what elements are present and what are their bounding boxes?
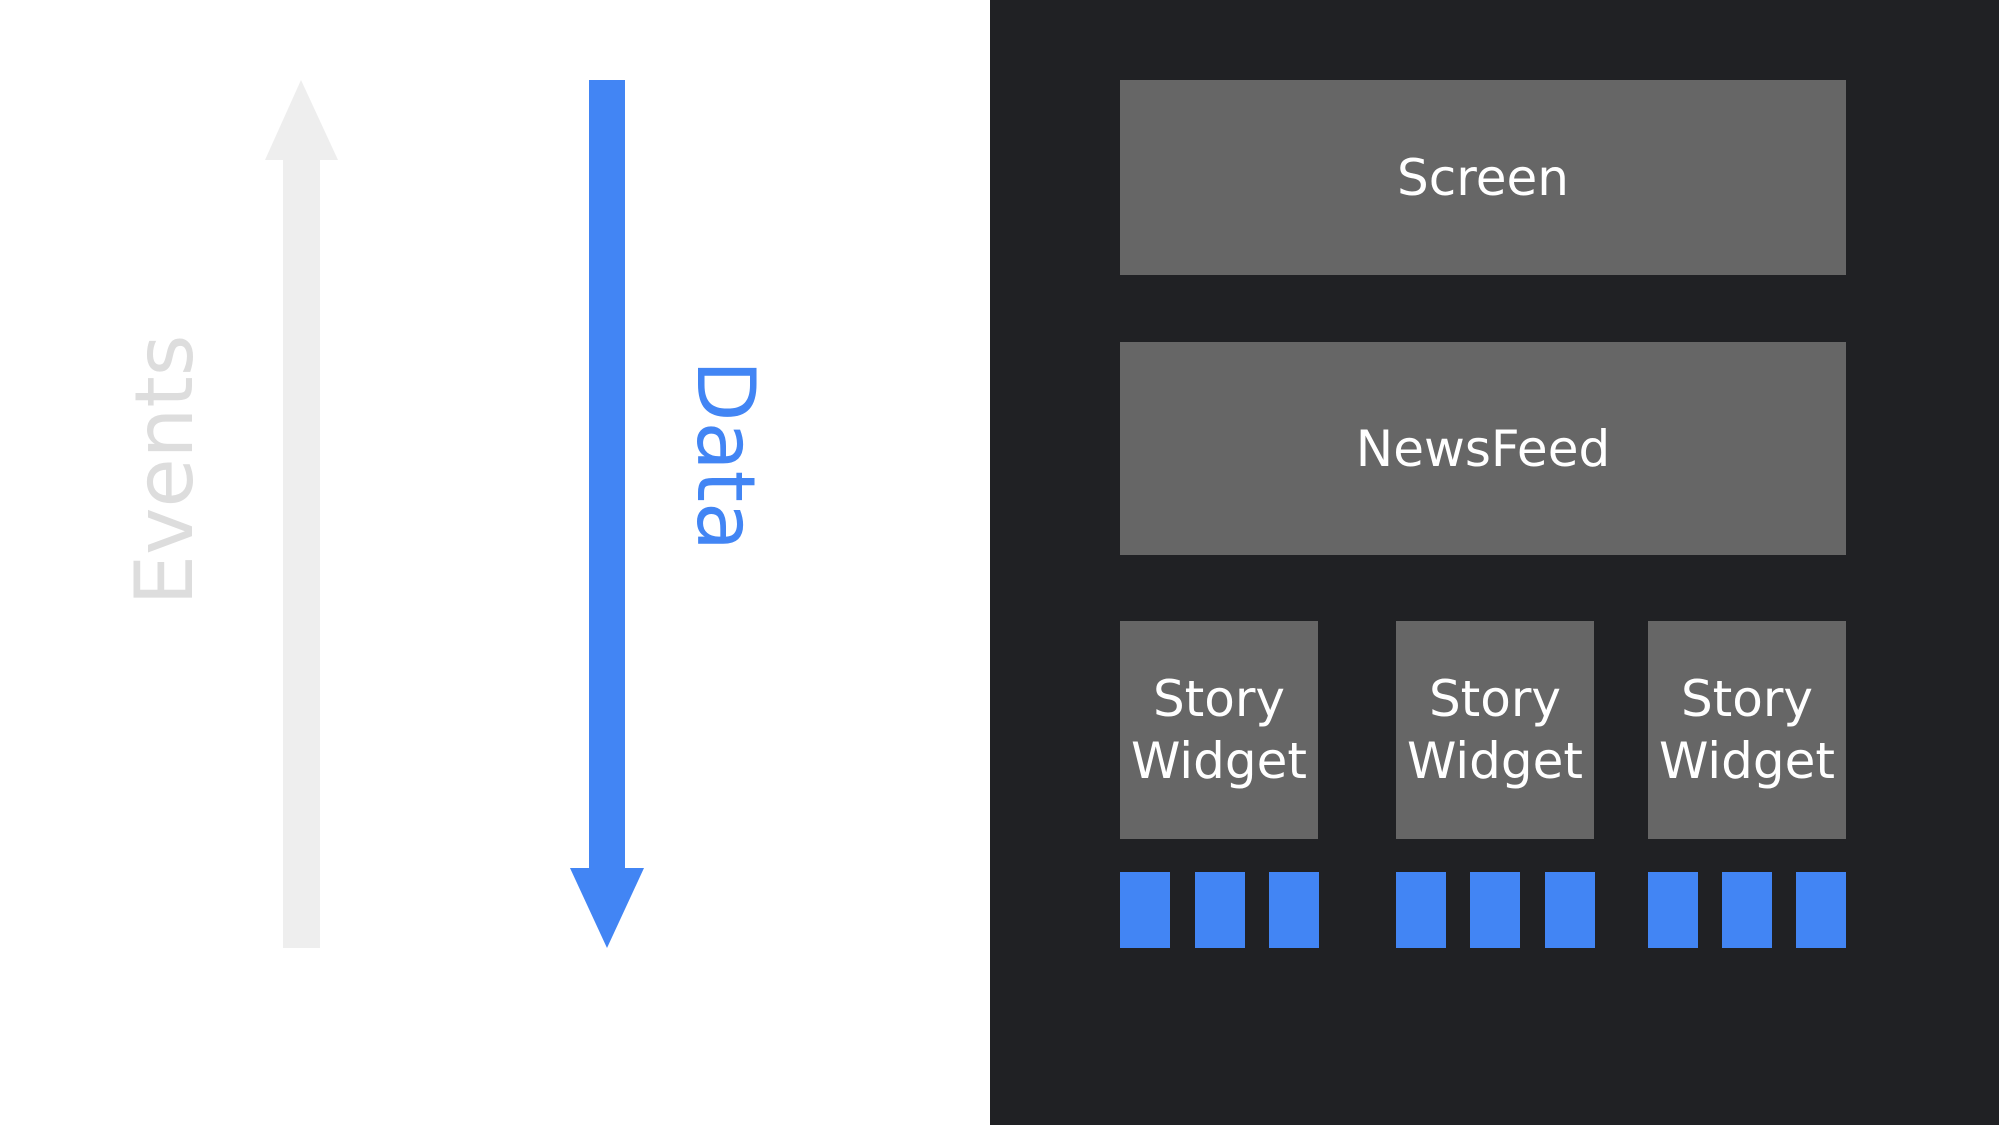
leaf-widget [1195, 872, 1245, 948]
leaf-widget [1796, 872, 1846, 948]
newsfeed-box: NewsFeed [1120, 342, 1846, 555]
events-arrow-up-icon [265, 80, 338, 948]
widget-label-line1: Story [1152, 670, 1286, 728]
leaf-widget [1269, 872, 1319, 948]
leaf-widget [1545, 872, 1595, 948]
widget-label-line2: Widget [1658, 732, 1836, 790]
leaf-widget [1470, 872, 1520, 948]
leaf-widget [1722, 872, 1772, 948]
leaf-widget [1120, 872, 1170, 948]
widget-label-line1: Story [1428, 670, 1562, 728]
events-label: Events [118, 334, 211, 606]
widget-label-line2: Widget [1130, 732, 1308, 790]
arrows [265, 80, 644, 948]
screen-box: Screen [1120, 80, 1846, 275]
leaf-widget [1648, 872, 1698, 948]
screen-label: Screen [1397, 148, 1569, 207]
widget-label-line1: Story [1680, 670, 1814, 728]
data-label: Data [679, 360, 772, 552]
newsfeed-label: NewsFeed [1355, 419, 1611, 478]
leaf-widget [1396, 872, 1446, 948]
data-arrow-down-icon [570, 80, 644, 948]
widget-label-line2: Widget [1406, 732, 1584, 790]
